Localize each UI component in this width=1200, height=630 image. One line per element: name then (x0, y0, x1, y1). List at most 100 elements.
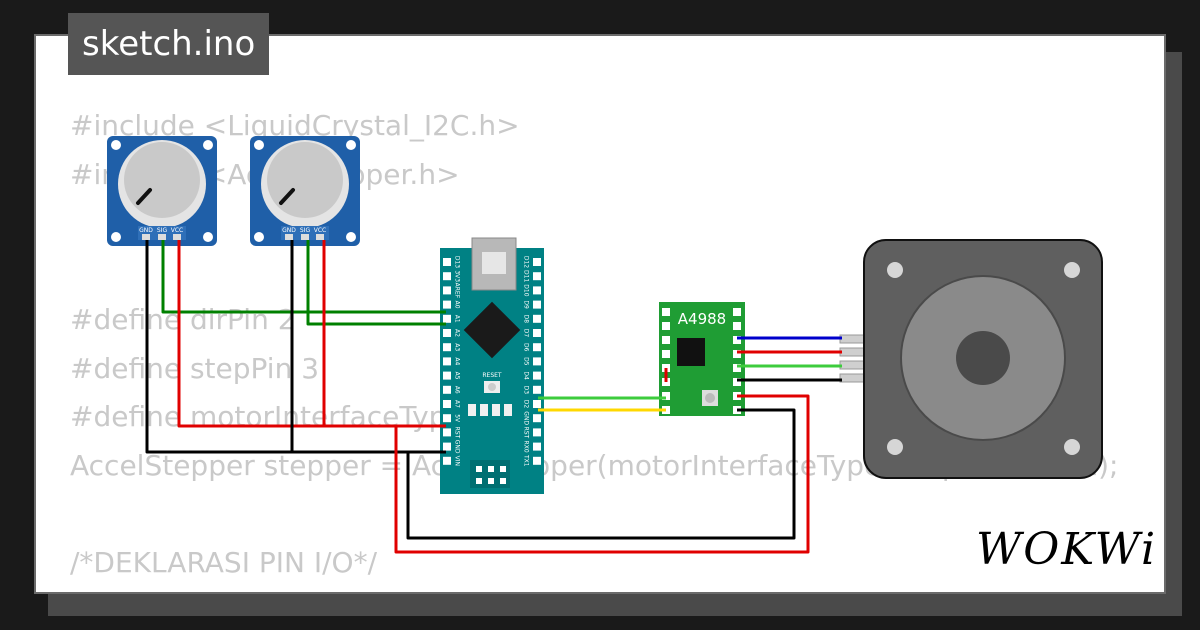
nano-pin[interactable] (443, 456, 451, 465)
nano-pin[interactable] (443, 343, 451, 352)
pot-pin[interactable] (142, 234, 150, 240)
nano-pin-label: D8 (523, 315, 530, 324)
led (504, 404, 512, 416)
nano-pin-label: D9 (523, 300, 530, 309)
led (468, 404, 476, 416)
led (480, 404, 488, 416)
pot-pin-label: SIG (157, 227, 168, 234)
nano-pin[interactable] (533, 343, 541, 352)
pot-pin-label: VCC (314, 227, 326, 234)
motor-screw (887, 439, 903, 455)
nano-pin[interactable] (443, 286, 451, 295)
nano-pin[interactable] (533, 371, 541, 380)
driver-pot-knob[interactable] (705, 393, 715, 403)
nano-pin-label: RST (523, 427, 530, 439)
motor-screw (887, 262, 903, 278)
nano-pin-label: D4 (523, 371, 530, 380)
stepper-motor[interactable] (839, 239, 1103, 479)
pot-pin[interactable] (173, 234, 181, 240)
pot-indicator (136, 188, 152, 205)
motor-screw (1064, 262, 1080, 278)
nano-pin[interactable] (443, 357, 451, 366)
pot-pin[interactable] (285, 234, 293, 240)
nano-pin[interactable] (533, 385, 541, 394)
nano-pin-label: A5 (454, 372, 461, 380)
nano-pin[interactable] (533, 400, 541, 408)
icsp-header (470, 460, 510, 488)
wire-driver-vmot (394, 394, 810, 554)
potentiometer-1[interactable]: GND SIG VCC (107, 136, 217, 246)
nano-pin-label: D3 (523, 386, 530, 395)
nano-pin-label: D10 (523, 284, 530, 296)
nano-pin[interactable] (443, 272, 451, 281)
nano-pin[interactable] (443, 314, 451, 323)
wire-pot1-gnd (145, 240, 446, 454)
nano-pin-label: A0 (454, 301, 461, 309)
nano-pin-label: 3V3 (454, 270, 461, 282)
wire-pot1-vcc (177, 240, 446, 428)
pot-knob[interactable] (124, 142, 200, 218)
pot-indicator (279, 188, 295, 205)
pot-pin[interactable] (316, 234, 324, 240)
nano-pin[interactable] (443, 400, 451, 408)
nano-pin[interactable] (443, 428, 451, 437)
wire-pot2-vcc (322, 240, 446, 428)
nano-pin-label: TX1 (523, 454, 530, 467)
wire-pot2-sig (306, 240, 446, 326)
nano-pin-label: D7 (523, 329, 530, 338)
pot-pin-label: GND (139, 227, 153, 234)
nano-pin[interactable] (533, 329, 541, 337)
nano-pin-label: D5 (523, 357, 530, 366)
nano-pin[interactable] (533, 314, 541, 323)
reset-label: RESET (482, 372, 502, 379)
nano-pin[interactable] (533, 428, 541, 437)
a4988-driver[interactable]: A4988 (659, 302, 745, 416)
pot-pin[interactable] (158, 234, 166, 240)
nano-pin[interactable] (443, 442, 451, 451)
nano-pin[interactable] (533, 286, 541, 295)
motor-shaft[interactable] (956, 331, 1010, 385)
nano-pin[interactable] (443, 258, 451, 266)
nano-pin-label: A6 (454, 386, 461, 394)
wire-driver-gnd (406, 408, 796, 540)
potentiometer-2[interactable]: GND SIG VCC (250, 136, 360, 246)
mount-hole (111, 140, 121, 150)
nano-pin-label: D6 (523, 343, 530, 352)
arduino-nano[interactable]: RESET D133V3AREFA0A1A2A3A4A5A6A75VRSTGND… (440, 237, 544, 494)
nano-pin[interactable] (533, 300, 541, 309)
mount-hole (111, 232, 121, 242)
nano-pin[interactable] (443, 414, 451, 423)
nano-pin-label: D11 (523, 270, 530, 282)
nano-pin-label: D12 (523, 256, 530, 268)
nano-pin[interactable] (533, 272, 541, 281)
nano-pin[interactable] (443, 371, 451, 380)
nano-pin[interactable] (443, 300, 451, 309)
nano-pin[interactable] (443, 329, 451, 337)
mount-hole (346, 232, 356, 242)
nano-pin[interactable] (533, 258, 541, 266)
nano-pin-label: AREF (454, 283, 461, 299)
nano-pin-label: 5V (454, 414, 461, 423)
driver-chip (677, 338, 705, 366)
nano-pin[interactable] (533, 442, 541, 451)
reset-button-cap[interactable] (488, 383, 496, 391)
led (492, 404, 500, 416)
pot-pin[interactable] (301, 234, 309, 240)
nano-pin-label: RST (454, 427, 461, 439)
nano-pin[interactable] (533, 414, 541, 423)
usb-port (482, 252, 506, 274)
pot-pin-label: SIG (300, 227, 311, 234)
wokwi-logo: WOKWi (976, 524, 1158, 575)
wire-pot1-sig (161, 240, 446, 314)
pot-knob[interactable] (267, 142, 343, 218)
nano-pin[interactable] (533, 357, 541, 366)
nano-pin[interactable] (443, 385, 451, 394)
file-tab-title[interactable]: sketch.ino (68, 13, 270, 75)
nano-pin-label: A4 (454, 357, 461, 365)
nano-pin-label: GND (454, 440, 461, 454)
nano-pin-label: GND (523, 411, 530, 425)
nano-pin[interactable] (533, 456, 541, 465)
